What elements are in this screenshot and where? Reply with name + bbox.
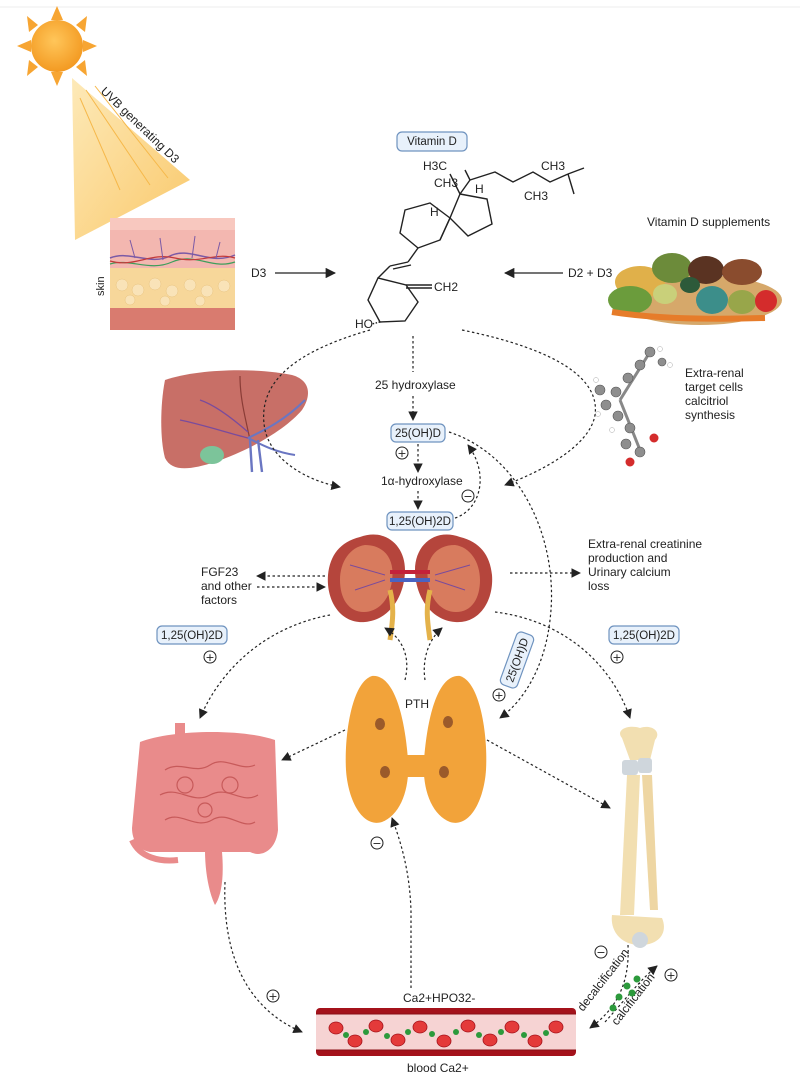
chem-ch2: CH2 bbox=[434, 280, 458, 294]
plus-sign-left: + bbox=[205, 651, 214, 664]
alpha-hydroxylase-label: 1α-hydroxylase bbox=[381, 474, 463, 488]
chem-ho: HO bbox=[355, 317, 373, 331]
calcitriol-molecule-icon bbox=[593, 346, 673, 467]
intestine-to-blood-arrow bbox=[224, 881, 303, 1034]
plus-sign-right: + bbox=[612, 651, 621, 664]
pth-to-intestine-arrow bbox=[281, 729, 346, 761]
chem-h3c: H3C bbox=[423, 159, 447, 173]
fgf-line2: and other bbox=[201, 579, 252, 593]
extra-renal-target-line1: Extra-renal bbox=[685, 366, 744, 380]
chem-h-bottom: H bbox=[430, 205, 439, 219]
kidneys-icon bbox=[327, 534, 493, 641]
pth-label: PTH bbox=[405, 697, 429, 711]
skin-illustration bbox=[109, 218, 236, 330]
chem-h-right: H bbox=[475, 182, 484, 196]
d3-label: D3 bbox=[251, 266, 267, 280]
minus-sign-feedback: − bbox=[463, 490, 472, 503]
calcification-label: calcification bbox=[608, 970, 657, 1028]
calcitriol-pill: 1,25(OH)2D bbox=[389, 516, 451, 528]
fgf-line1: FGF23 bbox=[201, 565, 239, 579]
parathyroid-icon bbox=[345, 675, 487, 823]
pth-to-bone-arrow bbox=[486, 739, 611, 809]
supplements-title: Vitamin D supplements bbox=[647, 215, 770, 229]
d2-d3-label: D2 + D3 bbox=[568, 266, 613, 280]
chem-ch3-bottom: CH3 bbox=[524, 189, 548, 203]
extra-renal-arrow bbox=[461, 329, 596, 487]
skin-label: skin bbox=[95, 276, 107, 296]
calcitriol-feedback-arrow bbox=[454, 444, 481, 519]
chem-ch3-mid: CH3 bbox=[434, 176, 458, 190]
liver-icon bbox=[161, 370, 308, 473]
extra-renal-creat-line3: Urinary calcium bbox=[588, 565, 671, 579]
calcitriol-right-pill: 1,25(OH)2D bbox=[613, 630, 675, 642]
vitamin-d-pill: Vitamin D bbox=[407, 136, 457, 148]
calcitriol-left-pill: 1,25(OH)2D bbox=[161, 630, 223, 642]
chem-ch3-right: CH3 bbox=[541, 159, 565, 173]
extra-renal-target-line2: target cells bbox=[685, 380, 743, 394]
extra-renal-creat-line1: Extra-renal creatinine bbox=[588, 537, 702, 551]
extra-renal-creat-line2: production and bbox=[588, 551, 667, 565]
intestine-icon bbox=[129, 723, 278, 905]
oh-d-pill: 25(OH)D bbox=[395, 428, 441, 440]
extra-renal-creat-line4: loss bbox=[588, 579, 609, 593]
extra-renal-target-line4: synthesis bbox=[685, 408, 735, 422]
blood-ca-label: blood Ca2+ bbox=[407, 1061, 469, 1075]
vitd-liver-arrow bbox=[263, 329, 371, 491]
minus-sign-blood: − bbox=[372, 837, 381, 850]
hydroxylase-25-label: 25 hydroxylase bbox=[375, 378, 456, 392]
calcium-ions-icon bbox=[609, 975, 641, 1012]
blood-vessel-icon bbox=[316, 1008, 576, 1056]
fgf-line3: factors bbox=[201, 593, 237, 607]
sun-icon bbox=[17, 6, 190, 240]
supplements-food-icon bbox=[608, 253, 782, 325]
kidney-to-intestine-arrow bbox=[199, 614, 331, 719]
minus-sign-decalc: − bbox=[596, 946, 605, 959]
plus-sign-oh-d: + bbox=[397, 447, 406, 460]
plus-sign-oh-d-rot: + bbox=[494, 689, 503, 702]
blood-to-parathyroid-arrow bbox=[390, 817, 412, 988]
plus-sign-calc: + bbox=[666, 969, 675, 982]
kidney-to-bone-arrow bbox=[494, 611, 632, 719]
vitamin-d-structure bbox=[367, 167, 585, 325]
plus-sign-intestine: + bbox=[268, 990, 277, 1003]
extra-renal-target-line3: calcitriol bbox=[685, 394, 728, 408]
oh-d-to-parathyroid-arrow bbox=[448, 431, 553, 719]
ca-hpo-label: Ca2+HPO32- bbox=[403, 991, 475, 1005]
bone-icon bbox=[611, 726, 664, 948]
